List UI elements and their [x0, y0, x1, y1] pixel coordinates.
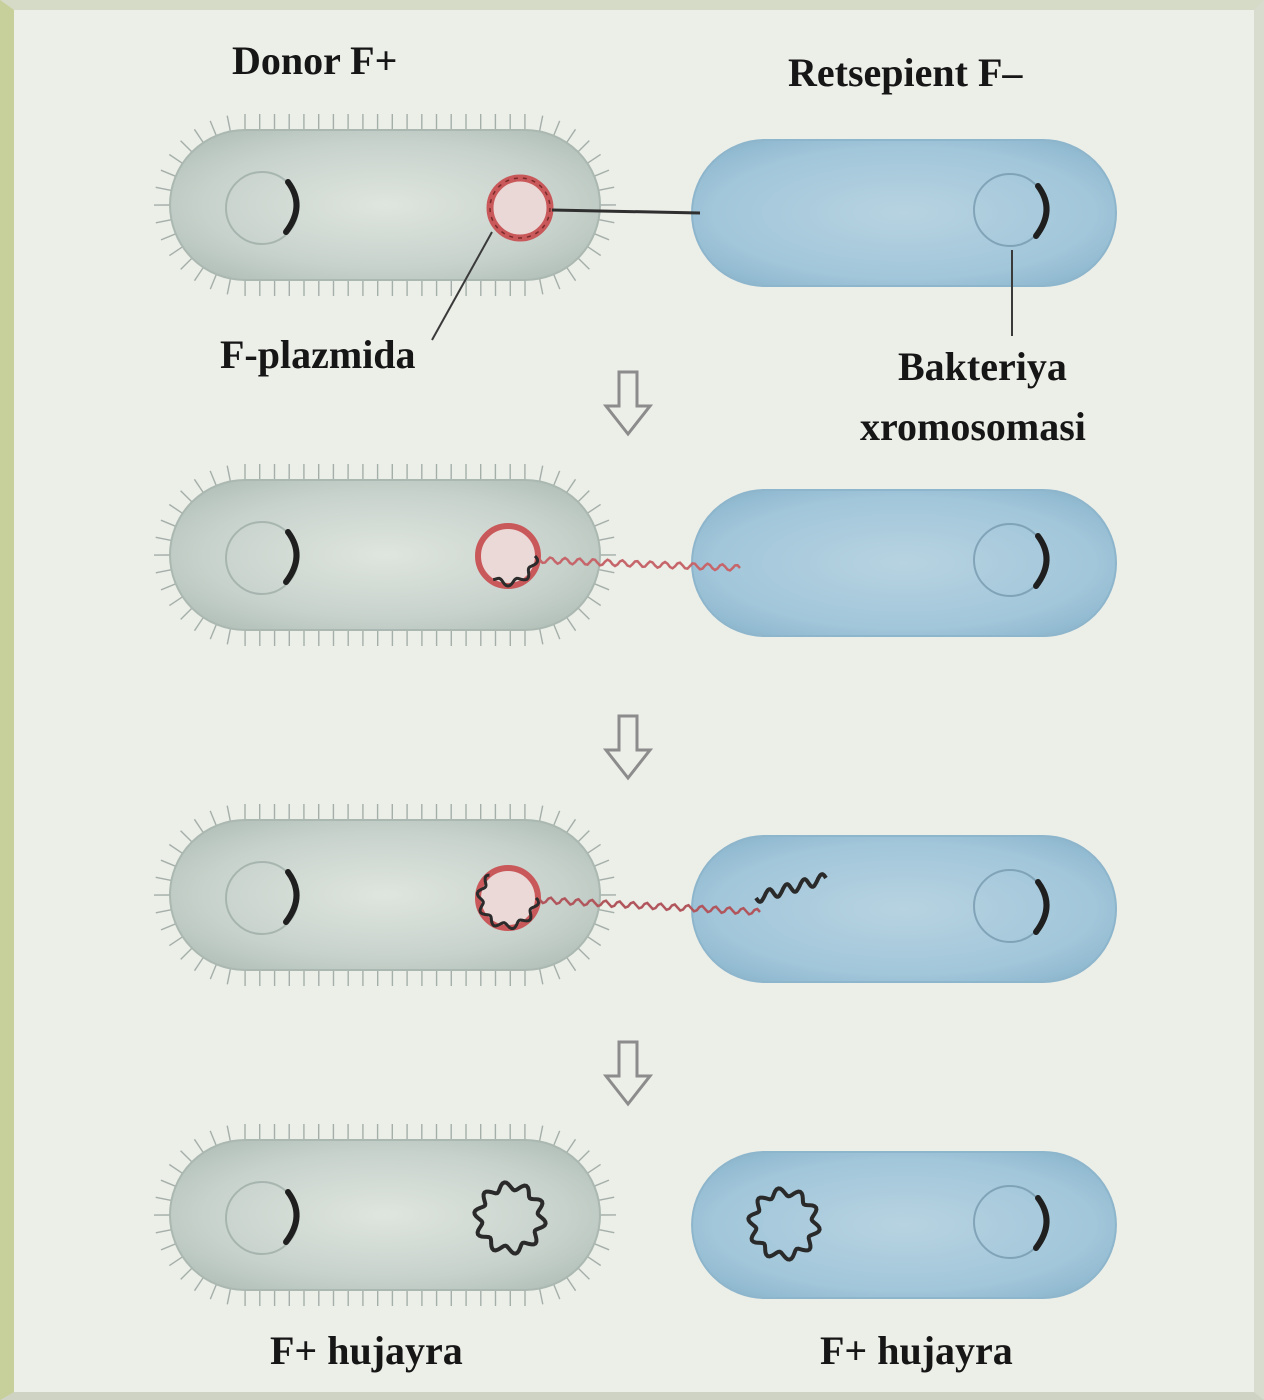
down-arrow-1	[606, 372, 650, 434]
recipient-cell-1	[692, 140, 1116, 286]
chromosome-label-line2: xromosomasi	[860, 404, 1086, 450]
chromosome-label-line1: Bakteriya	[898, 344, 1067, 390]
donor-cell-3	[154, 804, 616, 986]
down-arrow-2	[606, 716, 650, 778]
donor-cell-4	[154, 1124, 616, 1306]
recipient-cell-4	[692, 1152, 1116, 1298]
result-left-label: F+ hujayra	[270, 1328, 463, 1374]
result-right-label: F+ hujayra	[820, 1328, 1013, 1374]
recipient-cell-2	[692, 490, 1116, 636]
recipient-label: Retsepient F–	[788, 50, 1022, 96]
donor-cell-2	[154, 464, 616, 646]
donor-label: Donor F+	[232, 38, 397, 84]
recipient-cell-body	[692, 490, 1116, 636]
recipient-cell-body	[692, 140, 1116, 286]
donor-cell-1	[154, 114, 616, 296]
down-arrow-3	[606, 1042, 650, 1104]
donor-cell-body	[170, 1140, 600, 1290]
plasmid-label: F-plazmida	[220, 332, 416, 378]
